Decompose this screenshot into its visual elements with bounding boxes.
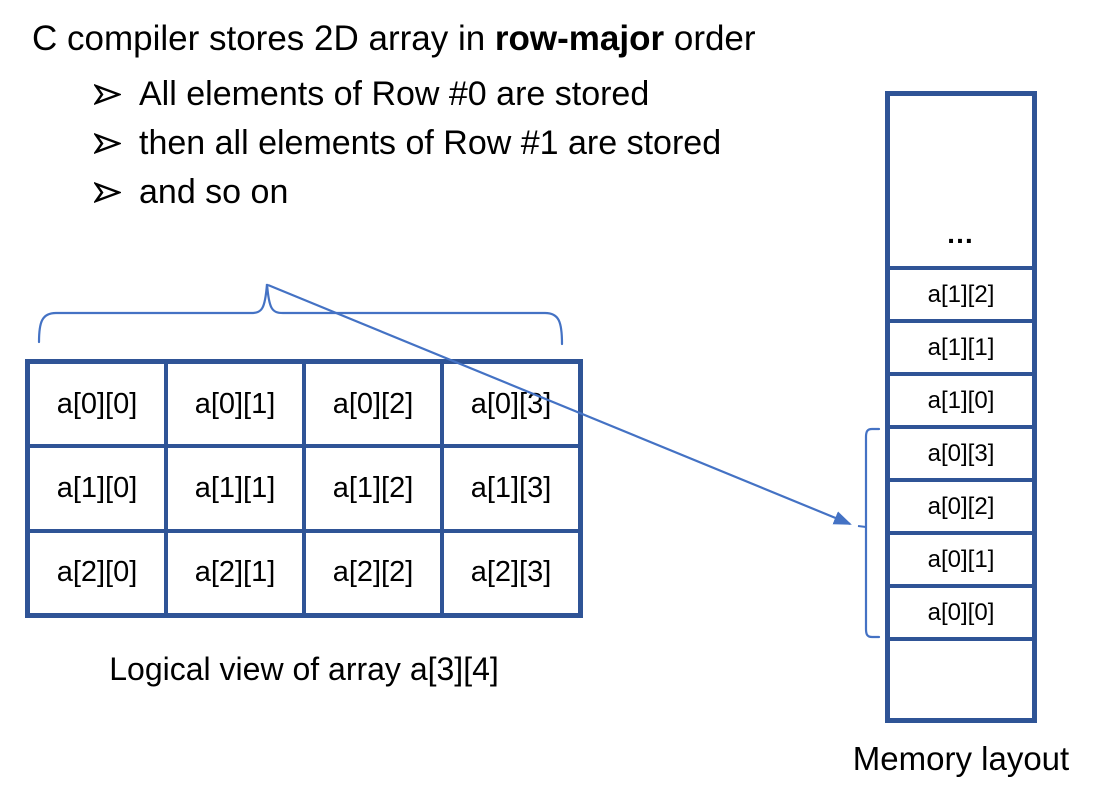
logical-cell-r2c0: a[2][0]: [30, 532, 164, 613]
logical-cell-r2c3: a[2][3]: [444, 532, 578, 613]
bullet-row: then all elements of Row #1 are stored: [94, 119, 721, 168]
logical-cell-r1c1: a[1][1]: [168, 448, 302, 529]
memory-cell-a01: a[0][1]: [890, 535, 1032, 584]
memory-cell-a00: a[0][0]: [890, 588, 1032, 637]
arrowhead-bullet-icon: [94, 83, 121, 106]
logical-cell-r0c0: a[0][0]: [30, 364, 164, 445]
bullet-row: All elements of Row #0 are stored: [94, 70, 721, 119]
slide-title-suffix: order: [664, 19, 756, 58]
bullet-text: and so on: [139, 173, 289, 211]
bullet-list: All elements of Row #0 are stored then a…: [94, 70, 721, 217]
slide-title-prefix: C compiler stores 2D array in: [32, 19, 495, 58]
arrowhead-bullet-icon: [94, 181, 121, 204]
memory-cell-a03: a[0][3]: [890, 429, 1032, 478]
memory-cell-empty: [890, 641, 1032, 718]
arrowhead-bullet-icon: [94, 132, 121, 155]
memory-layout-column: … a[1][2] a[1][1] a[1][0] a[0][3] a[0][2…: [885, 91, 1037, 723]
logical-array-table: a[0][0] a[0][1] a[0][2] a[0][3] a[1][0] …: [25, 359, 583, 618]
memory-cell-a12: a[1][2]: [890, 270, 1032, 319]
logical-cell-r0c3: a[0][3]: [444, 364, 578, 445]
bullet-text: then all elements of Row #1 are stored: [139, 124, 722, 162]
logical-cell-r1c3: a[1][3]: [444, 448, 578, 529]
memory-cell-a11: a[1][1]: [890, 323, 1032, 372]
logical-cell-r2c2: a[2][2]: [306, 532, 440, 613]
arrow-connector-nub: [857, 525, 867, 528]
memory-cell-ellipsis: …: [890, 96, 1032, 266]
memory-cell-a10: a[1][0]: [890, 376, 1032, 425]
memory-row0-bracket: [864, 427, 881, 639]
logical-cell-r2c1: a[2][1]: [168, 532, 302, 613]
row0-top-brace: [37, 283, 564, 346]
bullet-text: All elements of Row #0 are stored: [139, 75, 650, 113]
logical-cell-r0c1: a[0][1]: [168, 364, 302, 445]
slide-title: C compiler stores 2D array in row-major …: [32, 19, 756, 59]
logical-table-caption: Logical view of array a[3][4]: [109, 651, 499, 687]
logical-cell-r1c2: a[1][2]: [306, 448, 440, 529]
logical-cell-r1c0: a[1][0]: [30, 448, 164, 529]
logical-cell-r0c2: a[0][2]: [306, 364, 440, 445]
memory-layout-caption: Memory layout: [852, 740, 1070, 777]
memory-cell-a02: a[0][2]: [890, 482, 1032, 531]
bullet-row: and so on: [94, 168, 721, 217]
slide-title-emphasis: row-major: [494, 19, 665, 58]
